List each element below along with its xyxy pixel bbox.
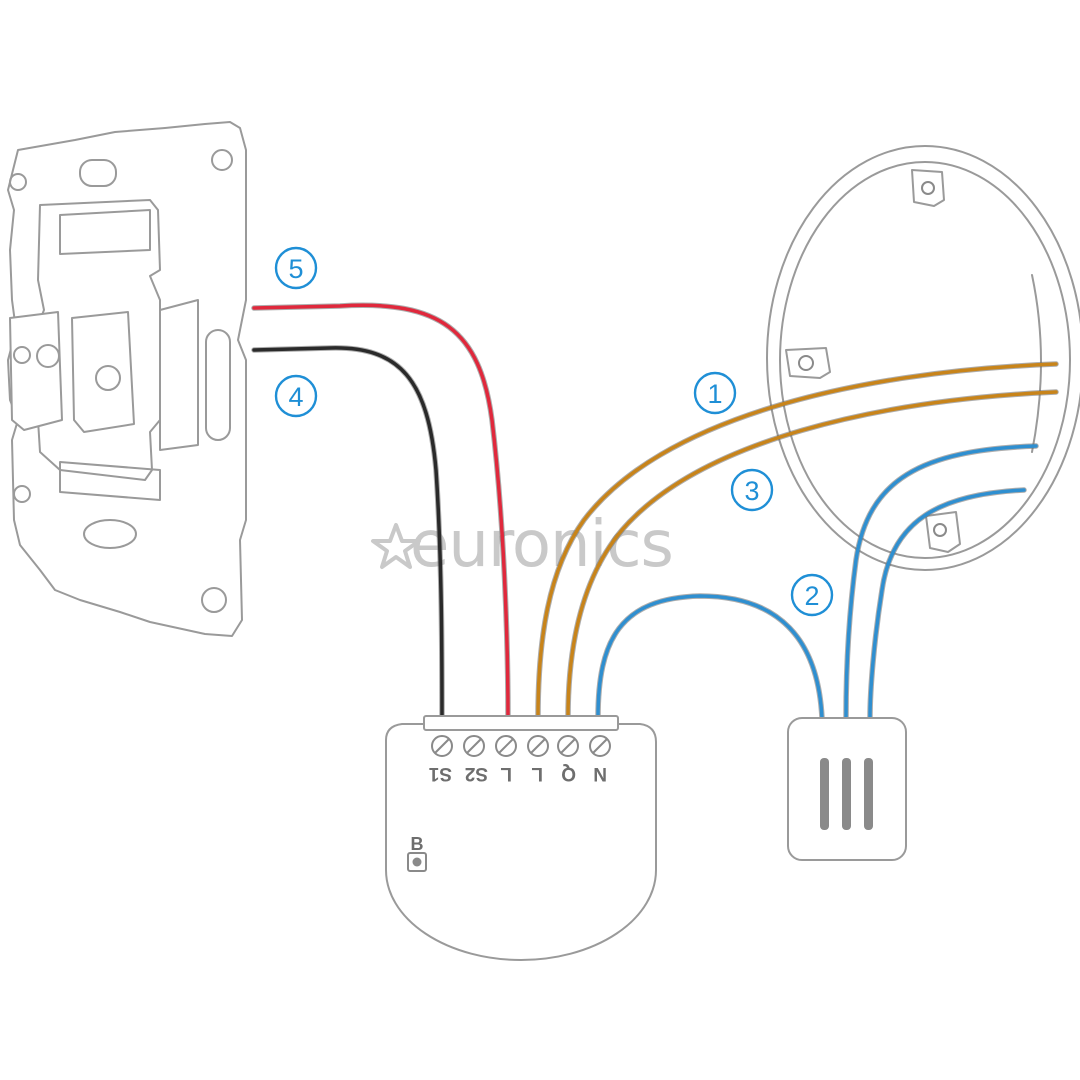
connector-slot-1 <box>820 758 829 830</box>
switch-top-slot <box>79 159 117 187</box>
wire-connector <box>787 717 907 861</box>
star-icon <box>371 523 421 569</box>
canopy-mount-left <box>785 347 831 379</box>
switch-rocker-pivot-right <box>95 365 121 391</box>
relay-module: S1 S2 L L Q N B <box>385 715 657 961</box>
callout-2-text: 2 <box>804 581 819 611</box>
terminal-label-q: Q <box>561 763 576 784</box>
watermark: euronics <box>371 508 674 582</box>
wire-brown-2 <box>566 390 1058 720</box>
switch-left-rocker <box>9 311 63 431</box>
callout-1-text: 1 <box>707 379 722 409</box>
canopy-outer-rim <box>766 145 1080 571</box>
connector-slot-3 <box>864 758 873 830</box>
callout-2: 2 <box>790 573 834 617</box>
wire-blue-lamp-a <box>844 444 1038 720</box>
switch-rocker-screw <box>13 346 31 364</box>
canopy-inner-wall <box>1031 274 1042 453</box>
lamp-canopy <box>766 145 1080 571</box>
switch-corner-hole-tl <box>9 173 27 191</box>
terminal-screw-s1 <box>431 735 453 757</box>
switch-right-rocker <box>71 311 135 433</box>
terminal-labels: S1 S2 L L Q N <box>428 763 607 784</box>
callout-3-text: 3 <box>744 476 759 506</box>
switch-corner-hole-bl <box>13 485 31 503</box>
canopy-inner-rim <box>779 161 1071 559</box>
wire-red <box>252 303 510 720</box>
switch-lower-bar <box>59 461 161 501</box>
connector-slot-2 <box>842 758 851 830</box>
terminal-label-n: N <box>593 763 607 784</box>
wire-blue-lamp-b <box>868 488 1026 720</box>
callouts: 1 2 3 4 5 <box>274 246 834 617</box>
wire-brown-1 <box>536 362 1058 720</box>
canopy-mount-top <box>911 169 945 207</box>
terminal-label-s2: S2 <box>465 763 488 784</box>
switch-corner-hole-br <box>201 587 227 613</box>
switch-right-bracket <box>159 299 199 451</box>
switch-corner-hole-tr <box>211 149 233 171</box>
module-terminal-block <box>423 715 619 731</box>
wire-blue-neutral <box>596 594 824 720</box>
module-terminals <box>431 735 611 757</box>
callout-3: 3 <box>730 468 774 512</box>
terminal-label-s1: S1 <box>428 763 452 784</box>
switch-rocker-pivot-left <box>36 344 60 368</box>
switch-right-slot <box>205 329 231 441</box>
wires <box>251 302 1059 721</box>
wire-black <box>252 346 444 720</box>
switch-bottom-slot <box>83 519 137 549</box>
canopy-mount-bottom <box>925 511 961 553</box>
terminal-screw-l1 <box>495 735 517 757</box>
callout-4-text: 4 <box>288 382 303 412</box>
terminal-screw-l2 <box>527 735 549 757</box>
callout-4: 4 <box>274 374 318 418</box>
terminal-screw-s2 <box>463 735 485 757</box>
terminal-screw-n <box>589 735 611 757</box>
terminal-label-l1: L <box>500 763 512 784</box>
terminal-label-l2: L <box>531 763 543 784</box>
terminal-screw-q <box>557 735 579 757</box>
module-button-led <box>412 857 422 867</box>
module-body <box>385 723 657 961</box>
wall-switch <box>7 121 247 637</box>
switch-top-notch <box>59 209 151 255</box>
module-button-label: B <box>411 834 424 854</box>
callout-5-text: 5 <box>288 254 303 284</box>
callout-5: 5 <box>274 246 318 290</box>
callout-1: 1 <box>693 371 737 415</box>
